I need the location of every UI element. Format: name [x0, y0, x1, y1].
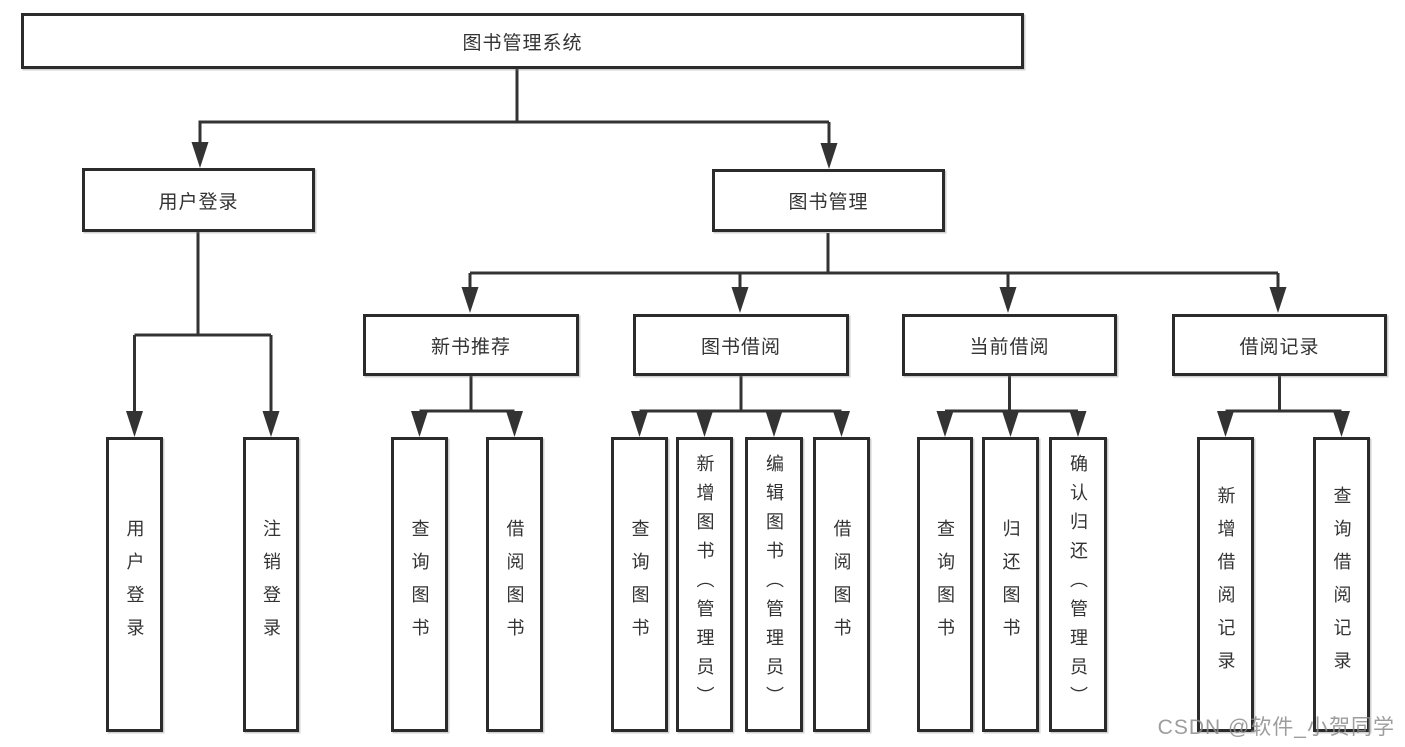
arrow-icon: [696, 411, 713, 437]
leaf-records-query-record: 查询借阅记录: [1313, 437, 1370, 732]
leaf-records-add-record: 新增借阅记录: [1197, 437, 1254, 732]
leaf-label: 新增图书（管理员）: [694, 454, 715, 715]
arrow-icon: [1002, 411, 1019, 437]
arrow-icon: [1069, 411, 1087, 437]
node-label: 图书借阅: [700, 336, 781, 358]
leaf-user-login: 用户登录: [106, 437, 163, 732]
node-new-book-recommend: 新书推荐: [363, 314, 579, 376]
connector-borrowing-to-leaves: [639, 376, 842, 413]
arrow-icon: [1269, 287, 1287, 313]
leaf-current-query-books: 查询图书: [917, 437, 973, 732]
leaf-label: 新增借阅记录: [1215, 485, 1236, 684]
connector-newbook-to-leaves: [419, 376, 515, 413]
arrow-icon: [191, 142, 209, 168]
node-current-borrowing: 当前借阅: [902, 314, 1117, 376]
leaf-label: 借阅图书: [504, 518, 525, 651]
arrow-icon: [411, 411, 428, 437]
leaf-borrowing-borrow-books: 借阅图书: [813, 437, 870, 732]
connector-records-to-leaves: [1225, 376, 1342, 413]
leaf-logout: 注销登录: [243, 437, 299, 732]
leaf-current-return-books: 归还图书: [982, 437, 1039, 732]
arrow-icon: [731, 287, 749, 313]
arrow-icon: [820, 143, 838, 169]
connector-login-to-leaves: [133, 232, 273, 416]
node-label: 借阅记录: [1239, 336, 1320, 358]
arrow-icon: [765, 411, 783, 437]
node-book-borrowing: 图书借阅: [633, 314, 849, 376]
arrow-icon: [506, 411, 523, 437]
node-label: 用户登录: [158, 191, 239, 213]
leaf-recommend-borrow-books: 借阅图书: [486, 437, 543, 732]
arrow-icon: [999, 287, 1017, 313]
node-label: 图书管理: [788, 192, 869, 213]
leaf-label: 注销登录: [261, 518, 281, 651]
connector-root-to-level2: [198, 69, 831, 147]
leaf-label: 用户登录: [124, 518, 145, 651]
node-label: 新书推荐: [430, 336, 511, 358]
arrow-icon: [1333, 411, 1350, 437]
node-borrowing-records: 借阅记录: [1172, 314, 1387, 376]
node-library-management-system: 图书管理系统: [21, 13, 1024, 69]
node-book-management: 图书管理: [712, 169, 945, 232]
arrow-icon: [1217, 411, 1234, 437]
connector-management-to-level3: [468, 233, 1280, 292]
leaf-label: 编辑图书（管理员）: [764, 454, 784, 715]
arrow-icon: [262, 411, 280, 437]
leaf-label: 查询图书: [935, 518, 955, 651]
leaf-borrowing-edit-books-admin: 编辑图书（管理员）: [745, 437, 803, 732]
leaf-borrowing-query-books: 查询图书: [611, 437, 668, 732]
leaf-label: 查询图书: [629, 518, 650, 651]
arrow-icon: [936, 411, 954, 437]
leaf-current-confirm-return-admin: 确认归还（管理员）: [1049, 437, 1107, 732]
node-user-login: 用户登录: [82, 168, 315, 232]
leaf-label: 借阅图书: [831, 518, 852, 651]
node-label: 图书管理系统: [462, 32, 583, 54]
arrowheads: [126, 142, 1350, 437]
leaf-label: 归还图书: [1000, 518, 1021, 651]
node-label: 当前借阅: [969, 336, 1050, 358]
csdn-watermark: CSDN @软件_小贺同学: [1157, 716, 1395, 739]
leaf-borrowing-add-books-admin: 新增图书（管理员）: [676, 437, 733, 732]
connector-current-to-leaves: [945, 376, 1078, 413]
leaf-recommend-query-books: 查询图书: [391, 437, 448, 732]
leaf-label: 查询借阅记录: [1331, 485, 1352, 684]
leaf-label: 查询图书: [409, 518, 430, 651]
arrow-icon: [833, 411, 850, 437]
arrow-icon: [631, 411, 648, 437]
arrow-icon: [461, 287, 479, 313]
arrow-icon: [126, 411, 143, 437]
leaf-label: 确认归还（管理员）: [1068, 454, 1088, 715]
